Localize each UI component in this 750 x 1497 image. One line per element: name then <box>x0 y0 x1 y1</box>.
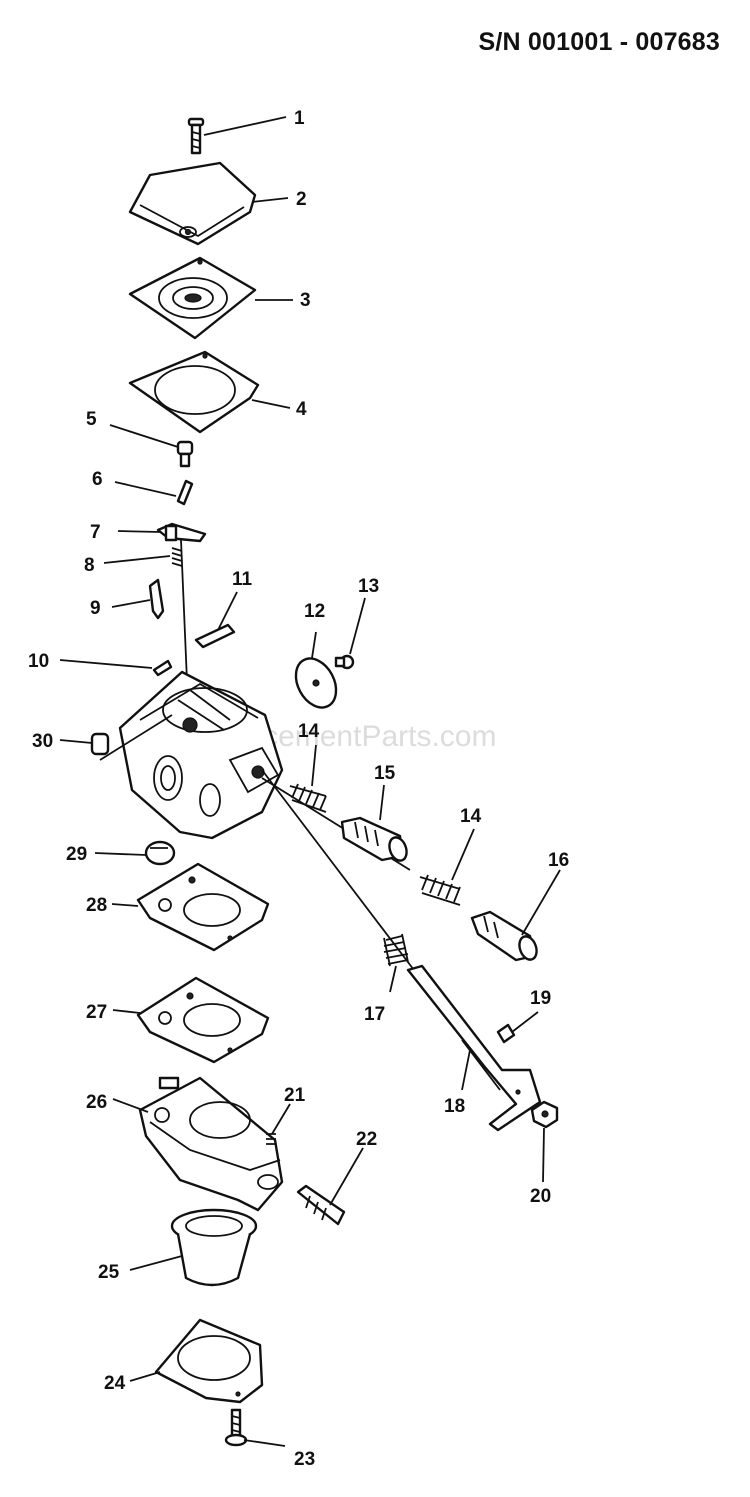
part-12-disc <box>294 657 338 709</box>
part-9-needle <box>148 578 165 620</box>
callout-20: 20 <box>530 1186 551 1207</box>
callout-28: 28 <box>86 895 107 916</box>
callout-30: 30 <box>32 731 53 752</box>
callout-6: 6 <box>92 469 103 490</box>
part-10-clip <box>152 659 173 677</box>
part-8-spring <box>171 547 183 567</box>
part-27-diaphragm <box>136 976 270 1064</box>
part-4-gasket <box>128 350 260 434</box>
callout-17: 17 <box>364 1004 385 1025</box>
part-20-nut <box>530 1100 559 1129</box>
part-26-metering-cover <box>138 1076 284 1212</box>
part-7-lever <box>156 522 207 543</box>
callout-29: 29 <box>66 844 87 865</box>
callout-10: 10 <box>28 651 49 672</box>
callout-13: 13 <box>358 576 379 597</box>
throttle-axis-line <box>261 769 421 979</box>
callout-27: 27 <box>86 1002 107 1023</box>
part-1-screw <box>187 117 205 155</box>
callout-26: 26 <box>86 1092 107 1113</box>
part-23-screw <box>224 1408 248 1447</box>
callout-1: 1 <box>294 108 305 129</box>
callout-23: 23 <box>294 1449 315 1470</box>
leader-lines <box>59 116 561 1447</box>
part-18-throttle-lever <box>406 964 542 1132</box>
callout-8: 8 <box>84 555 95 576</box>
callout-18: 18 <box>444 1096 465 1117</box>
part-25-primer-bulb <box>170 1208 258 1287</box>
serial-number-range: S/N 001001 - 007683 <box>478 28 720 56</box>
callout-21: 21 <box>284 1085 306 1106</box>
part-16-adjust-screw <box>470 910 538 962</box>
part-19-screw <box>496 1023 516 1044</box>
part-29-plug <box>144 840 176 866</box>
callout-labels: 1 2 3 4 5 6 7 8 9 10 11 12 13 14 14 15 1… <box>28 108 569 1470</box>
part-22-screw <box>296 1184 346 1226</box>
part-30-plug <box>90 732 110 756</box>
part-3-diaphragm <box>128 256 257 340</box>
part-28-gasket <box>136 862 270 952</box>
callout-4: 4 <box>296 399 307 420</box>
part-24-retainer <box>154 1318 264 1404</box>
part-14-spring-upper <box>289 783 327 813</box>
callout-12: 12 <box>304 601 325 622</box>
callout-14-lower: 14 <box>460 806 482 827</box>
callout-19: 19 <box>530 988 551 1009</box>
callout-2: 2 <box>296 189 307 210</box>
callout-15: 15 <box>374 763 396 784</box>
part-21-small-spring <box>266 1133 276 1145</box>
callout-22: 22 <box>356 1129 377 1150</box>
part-6-pin <box>176 479 194 506</box>
part-5-screw <box>176 440 194 468</box>
part-11-seal <box>194 623 236 649</box>
callout-24: 24 <box>104 1373 126 1394</box>
callout-5: 5 <box>86 409 97 430</box>
callout-25: 25 <box>98 1262 120 1283</box>
callout-14-upper: 14 <box>298 721 320 742</box>
carburetor-body <box>99 670 284 840</box>
callout-16: 16 <box>548 850 569 871</box>
part-14-spring-lower <box>419 874 461 906</box>
callout-9: 9 <box>90 598 101 619</box>
part-2-pump-cover <box>128 161 257 246</box>
callout-3: 3 <box>300 290 311 311</box>
part-17-spring <box>383 933 409 967</box>
callout-7: 7 <box>90 522 101 543</box>
callout-11: 11 <box>232 569 253 590</box>
part-13-screw <box>334 654 355 670</box>
part-15-adjust-screw <box>340 816 408 862</box>
